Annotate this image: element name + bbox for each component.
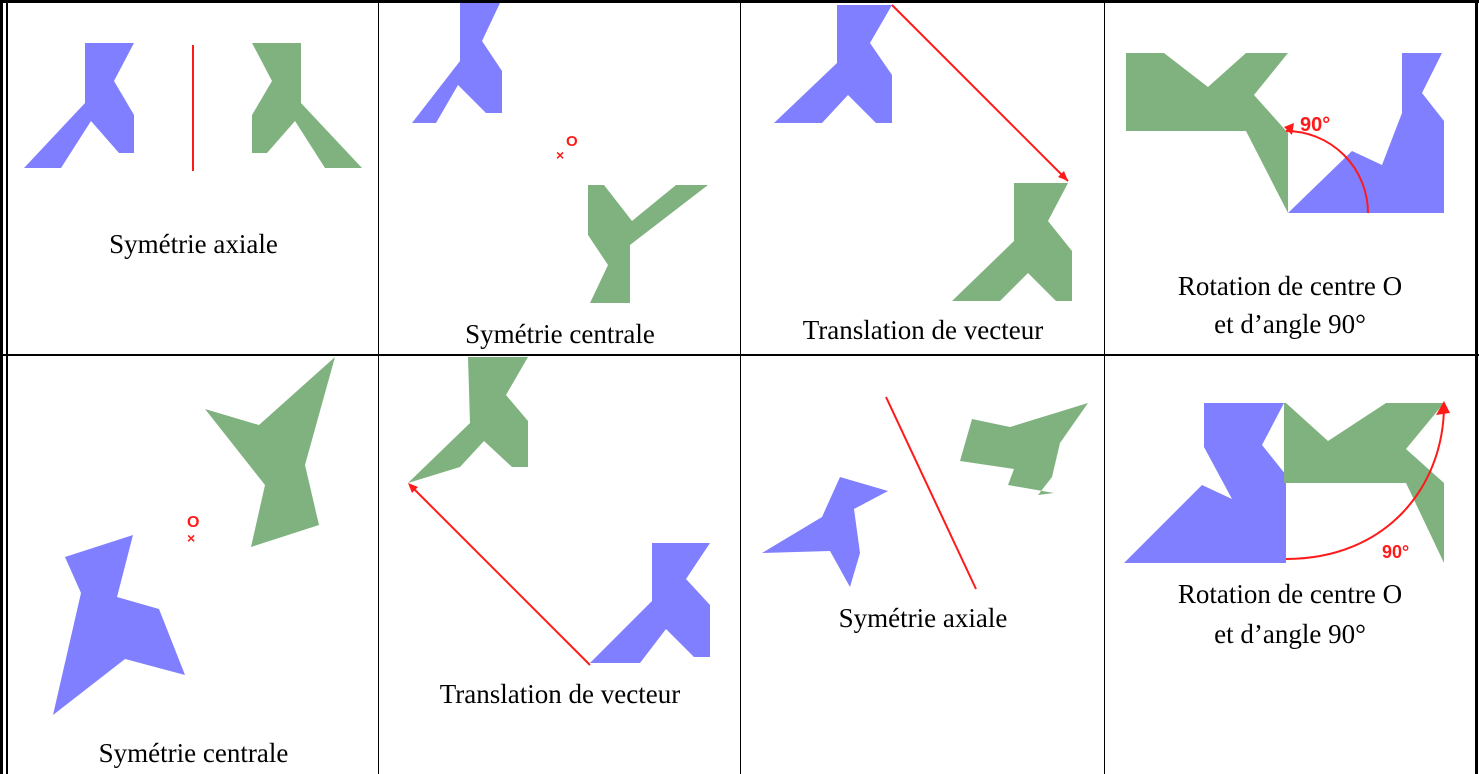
image-bird (952, 183, 1072, 301)
cell-axial-symmetry-1: Symétrie axiale (9, 3, 378, 353)
caption: Symétrie centrale (465, 319, 655, 349)
center-cross: × (187, 530, 195, 546)
arc-arrowhead (1284, 123, 1294, 135)
cell-central-symmetry-2: O × Symétrie centrale (9, 357, 378, 774)
cell-translation-1: Translation de vecteur (742, 3, 1104, 353)
rotation-arc (1285, 404, 1445, 560)
center-label: O (187, 514, 199, 531)
column-divider-2 (740, 0, 741, 774)
image-bird (588, 185, 708, 303)
figure-axial-symmetry-2 (762, 396, 1088, 590)
original-bird (590, 543, 710, 663)
figure-translation-2 (408, 357, 710, 666)
column-divider-3 (1104, 0, 1105, 774)
translation-vector (891, 4, 1069, 182)
table-left-border-inner (6, 0, 8, 774)
column-divider-1 (378, 0, 379, 774)
arc-arrowhead (1436, 401, 1450, 415)
original-bird (24, 43, 134, 168)
vector-arrowhead (408, 483, 418, 493)
table-right-border (1475, 0, 1478, 774)
caption-line-2: et d’angle 90° (1214, 619, 1366, 649)
cell-central-symmetry-1: × O Symétrie centrale (380, 3, 740, 353)
original-bird (762, 477, 888, 587)
translation-vector (409, 484, 591, 666)
row-divider (0, 354, 1479, 356)
caption: Symétrie axiale (109, 229, 278, 259)
symmetry-axis (885, 396, 977, 590)
original-bird (412, 3, 502, 123)
original-bird (1124, 403, 1286, 563)
center-label: O (566, 133, 578, 150)
image-bird (1284, 403, 1444, 563)
image-bird (1126, 53, 1288, 213)
caption-line-1: Rotation de centre O (1177, 579, 1403, 609)
cell-axial-symmetry-2: Symétrie axiale (742, 357, 1104, 774)
rotation-arc (1285, 130, 1369, 214)
caption-line-2: et d’angle 90° (1214, 309, 1366, 339)
caption: Translation de vecteur (802, 315, 1044, 345)
image-bird (252, 43, 362, 168)
image-bird (960, 403, 1088, 495)
figure-axial-symmetry-1 (24, 43, 362, 171)
figure-rotation-1: 90° (1126, 53, 1444, 214)
vector-arrowhead (1058, 171, 1068, 181)
caption: Symétrie axiale (838, 603, 1008, 633)
angle-label: 90° (1382, 542, 1409, 562)
angle-label: 90° (1300, 114, 1330, 136)
table-left-border-outer (0, 0, 3, 774)
original-bird (774, 5, 892, 123)
caption: Translation de vecteur (439, 679, 681, 709)
center-cross: × (556, 147, 564, 163)
figure-rotation-2: 90° (1124, 401, 1450, 563)
cell-translation-2: Translation de vecteur (380, 357, 740, 774)
table-top-border (0, 0, 1479, 3)
image-bird (408, 357, 528, 483)
original-bird (53, 535, 185, 715)
cell-rotation-2: 90° Rotation de centre O et d’angle 90° (1106, 357, 1474, 774)
caption: Symétrie centrale (98, 738, 289, 768)
original-bird (1288, 53, 1444, 213)
figure-translation-1 (774, 4, 1072, 301)
figure-central-symmetry-1: × O (412, 3, 708, 303)
figure-central-symmetry-2: O × (53, 357, 335, 715)
cell-rotation-1: 90° Rotation de centre O et d’angle 90° (1106, 3, 1474, 353)
caption-line-1: Rotation de centre O (1177, 271, 1403, 301)
image-bird (205, 357, 335, 547)
